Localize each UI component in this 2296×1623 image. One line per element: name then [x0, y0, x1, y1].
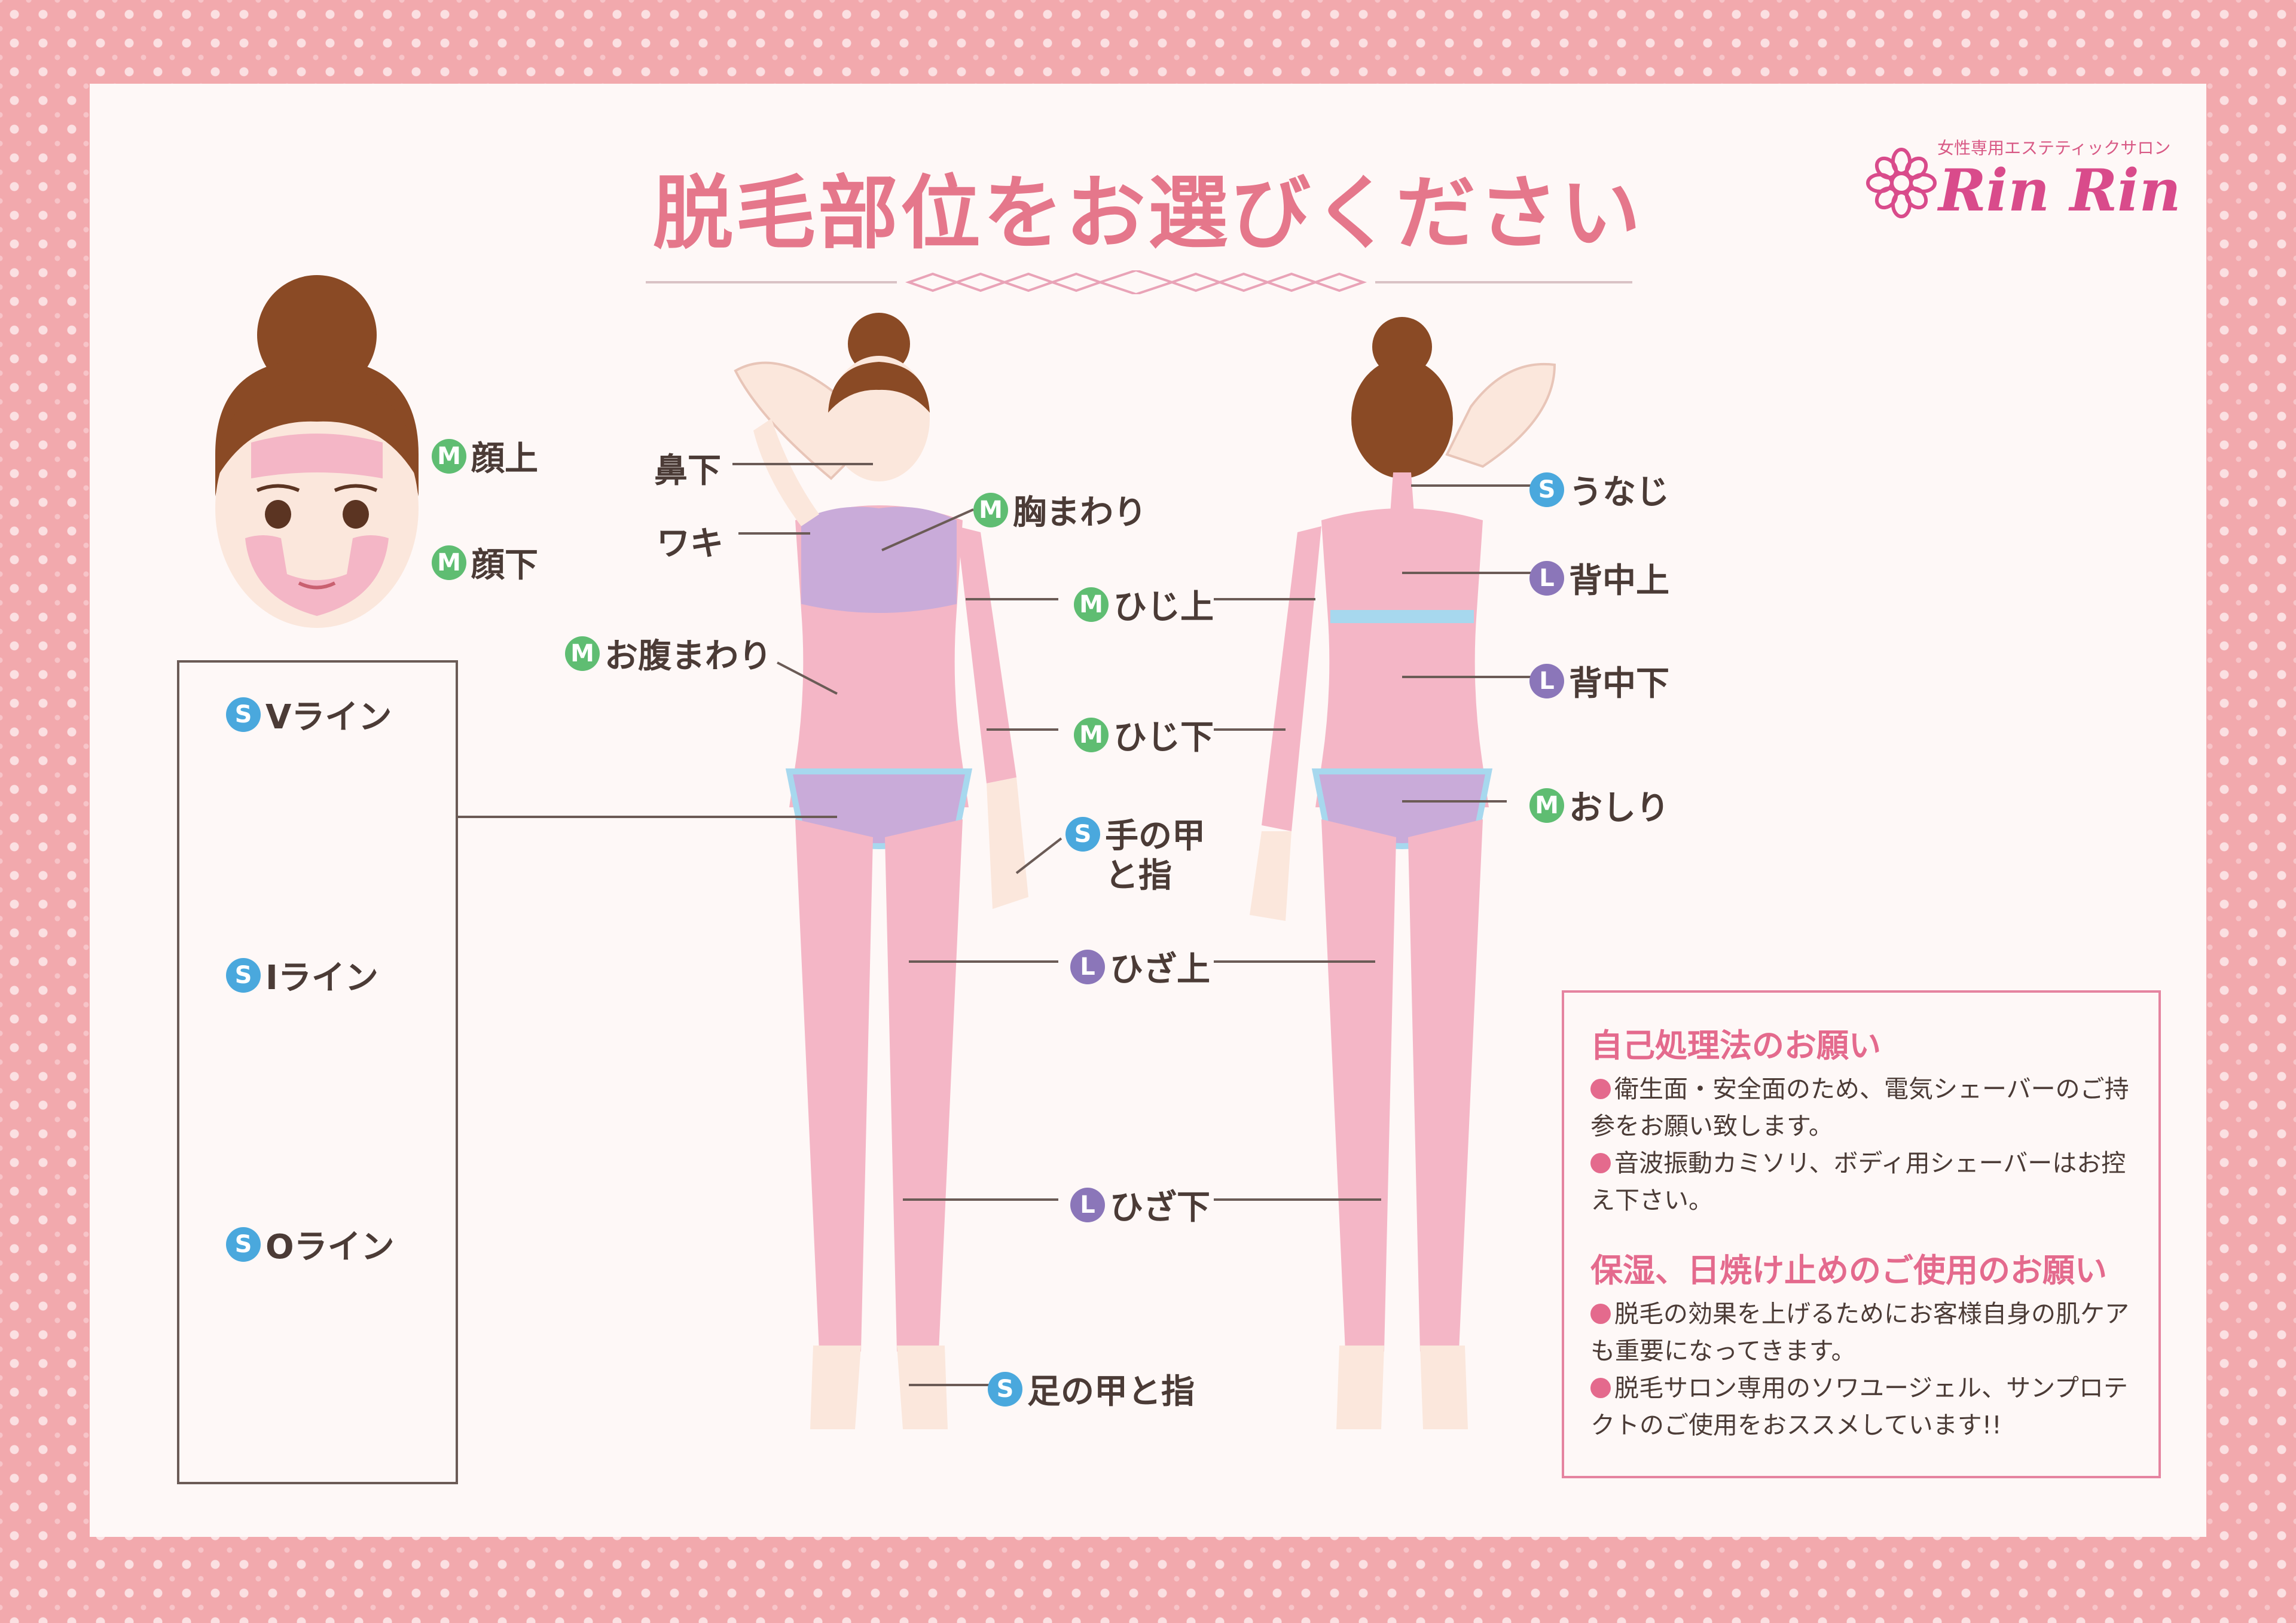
label-text: 足の甲と指: [1027, 1372, 1195, 1411]
size-badge: M: [973, 492, 1008, 527]
salon-logo: 女性専用エステティックサロン Rin Rin: [1866, 135, 2181, 225]
label-hip[interactable]: M おしり: [1529, 781, 1669, 829]
notice-heading-moisturize: 保湿、日焼け止めのご使用のお願い: [1590, 1252, 2107, 1289]
front-body: [734, 313, 1028, 1429]
notice-item: 衛生面・安全面のため、電気シェーバーのご持参をお願い致します。: [1590, 1075, 2129, 1140]
bullet-dot: [1590, 1304, 1611, 1324]
back-body: [1250, 317, 1556, 1429]
notice-item: 脱毛の効果を上げるためにお客様自身の肌ケアも重要になってきます。: [1590, 1299, 2129, 1365]
label-nape[interactable]: S うなじ: [1529, 465, 1669, 514]
label-foot[interactable]: S 足の甲と指: [988, 1365, 1195, 1413]
label-text: おしり: [1569, 789, 1669, 828]
label-hand[interactable]: S 手の甲と指: [1065, 817, 1205, 896]
flower-icon: [1866, 148, 1937, 218]
size-badge: M: [1529, 788, 1564, 823]
label-text: 胸まわり: [1013, 493, 1147, 532]
size-badge: L: [1529, 560, 1564, 596]
bullet-dot: [1590, 1153, 1611, 1173]
leader-lines: [453, 463, 1531, 1386]
label-belly[interactable]: M お腹まわり: [565, 629, 772, 678]
label-text: うなじ: [1569, 473, 1669, 512]
label-text: ひざ上: [1110, 950, 1210, 989]
label-text: ワキ: [657, 524, 723, 563]
face-illustration: [215, 275, 419, 628]
notice-heading-self-care: 自己処理法のお願い: [1590, 1027, 1881, 1064]
label-knee-lower[interactable]: L ひざ下: [1070, 1180, 1210, 1229]
size-badge: M: [432, 545, 466, 580]
notice-item: 音波振動カミソリ、ボディ用シェーバーはお控え下さい。: [1590, 1149, 2126, 1215]
label-text: 背中上: [1569, 562, 1669, 600]
size-badge: S: [226, 1227, 261, 1262]
label-armpit[interactable]: ワキ: [657, 517, 723, 565]
bullet-dot: [1590, 1079, 1611, 1099]
label-text: 鼻下: [654, 451, 721, 490]
label-text: 手の甲と指: [1105, 817, 1205, 895]
bikini-line-box: [177, 660, 458, 1484]
label-i-line[interactable]: S Iライン: [226, 951, 378, 999]
label-text: お腹まわり: [604, 637, 772, 676]
label-text: Oライン: [265, 1228, 395, 1267]
label-text: 背中下: [1569, 664, 1669, 703]
size-badge: S: [988, 1371, 1022, 1407]
label-nose-under[interactable]: 鼻下: [654, 444, 721, 492]
label-o-line[interactable]: S Oライン: [226, 1220, 395, 1268]
size-badge: M: [565, 636, 600, 671]
label-chest[interactable]: M 胸まわり: [973, 486, 1147, 534]
logo-tagline: 女性専用エステティックサロン: [1937, 138, 2171, 158]
bullet-dot: [1590, 1378, 1611, 1398]
label-face-lower[interactable]: M 顔下: [432, 538, 538, 587]
logo-name: Rin Rin: [1938, 157, 2181, 224]
size-badge: M: [1074, 717, 1109, 752]
label-knee-upper[interactable]: L ひざ上: [1070, 942, 1210, 991]
size-badge: S: [1065, 817, 1100, 852]
label-text: Vライン: [265, 698, 392, 737]
size-badge: L: [1070, 1187, 1105, 1222]
page-title: 脱毛部位をお選びください: [652, 167, 1643, 260]
notice-box: 自己処理法のお願い 衛生面・安全面のため、電気シェーバーのご持参をお願い致します…: [1562, 990, 2161, 1478]
size-badge: S: [1529, 472, 1564, 507]
label-v-line[interactable]: S Vライン: [226, 690, 392, 739]
label-elbow-upper[interactable]: M ひじ上: [1074, 580, 1214, 629]
size-badge: S: [226, 697, 261, 732]
label-face-upper[interactable]: M 顔上: [432, 432, 538, 480]
size-badge: M: [432, 438, 466, 474]
size-badge: L: [1070, 949, 1105, 984]
label-text: 顔上: [471, 440, 538, 478]
label-text: 顔下: [471, 546, 538, 585]
label-back-upper[interactable]: L 背中上: [1529, 554, 1669, 602]
label-text: ひざ下: [1110, 1188, 1210, 1227]
label-text: Iライン: [265, 959, 378, 997]
size-badge: S: [226, 957, 261, 993]
label-elbow-lower[interactable]: M ひじ下: [1074, 710, 1214, 759]
label-text: ひじ下: [1113, 718, 1214, 757]
label-back-lower[interactable]: L 背中下: [1529, 657, 1669, 705]
size-badge: L: [1529, 663, 1564, 698]
size-badge: M: [1074, 587, 1109, 622]
label-text: ひじ上: [1113, 588, 1214, 627]
notice-item: 脱毛サロン専用のソワユージェル、サンプロテクトのご使用をおススメしています!!: [1590, 1374, 2128, 1439]
title-ornament: [897, 270, 1375, 294]
